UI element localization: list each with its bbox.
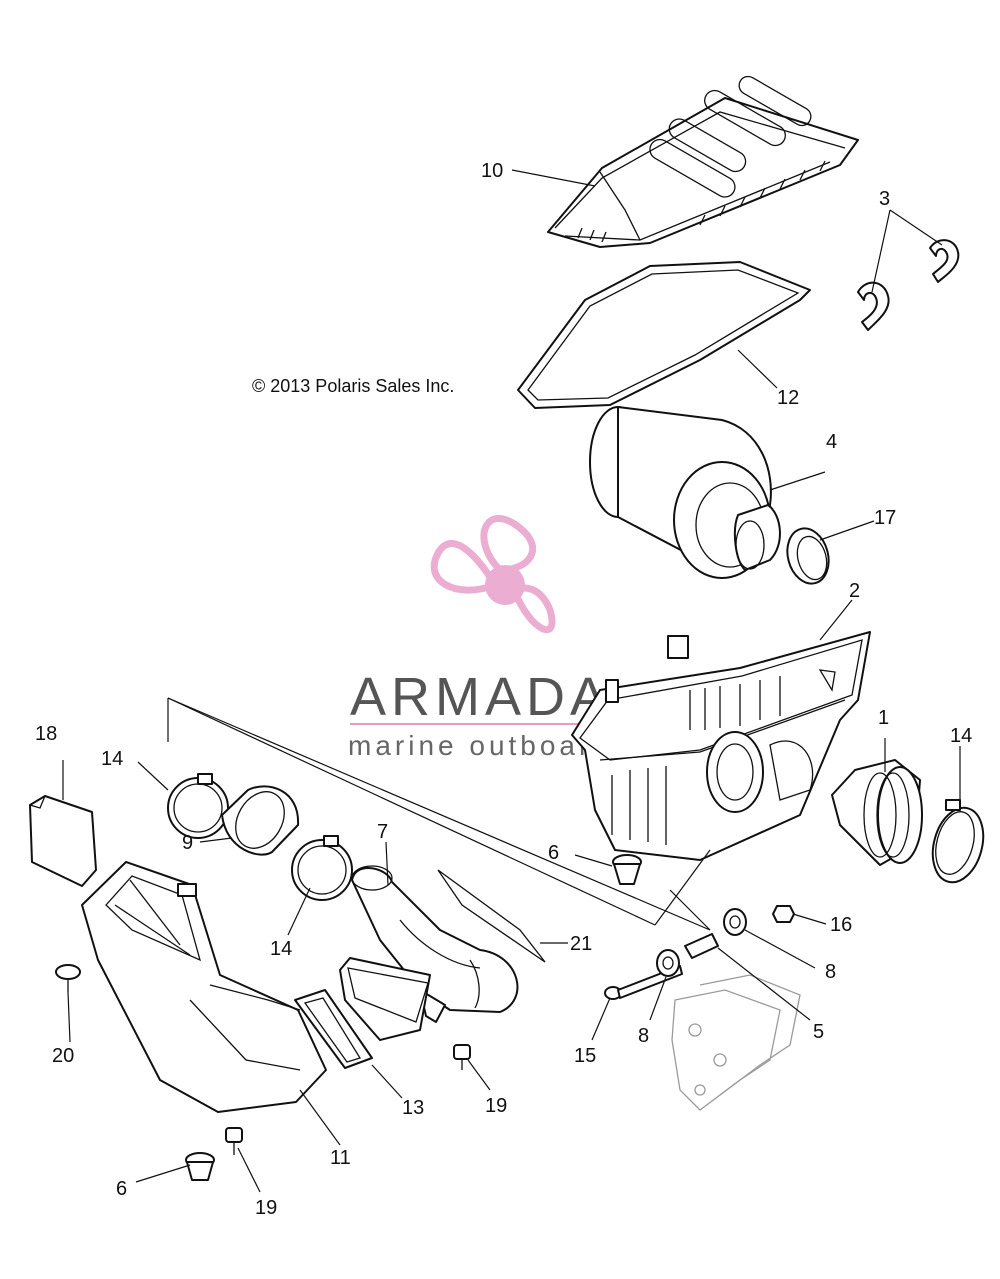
- part-5-sleeve: [684, 933, 719, 959]
- part-17-clamp: [786, 527, 830, 585]
- callout-6-upper: 6: [548, 842, 559, 864]
- part-6-grommet-upper: [612, 854, 642, 885]
- part-21-sheet: [437, 869, 546, 963]
- callout-5: 5: [813, 1021, 824, 1043]
- part-10-airbox-cover: [547, 75, 859, 248]
- callout-9: 9: [182, 832, 193, 854]
- part-20-push-pin: [55, 964, 81, 992]
- group-bracket-end: [654, 849, 711, 926]
- callout-6-lower: 6: [116, 1178, 127, 1200]
- part-14-clamp-middle: [291, 835, 353, 901]
- callout-21: 21: [570, 933, 592, 955]
- part-8-bushing-lower: [656, 949, 680, 977]
- part-2-airbox-base: [571, 631, 871, 861]
- part-9-coupler: [221, 785, 300, 856]
- callout-12: 12: [777, 387, 799, 409]
- part-13-adapter: [294, 957, 431, 1069]
- part-8-bushing-upper: [723, 908, 747, 936]
- part-6-grommet-lower: [185, 1152, 215, 1181]
- callout-19-right: 19: [485, 1095, 507, 1117]
- copyright-text: © 2013 Polaris Sales Inc.: [252, 376, 454, 396]
- part-4-filter: [589, 406, 781, 579]
- group-bracket: [167, 697, 711, 931]
- callout-14-middle: 14: [270, 938, 292, 960]
- part-12-seal: [517, 261, 811, 409]
- watermark-logo: [430, 515, 556, 634]
- callout-3: 3: [879, 188, 890, 210]
- callout-8-lower: 8: [638, 1025, 649, 1047]
- callout-15: 15: [574, 1045, 596, 1067]
- part-16-nut: [772, 905, 795, 923]
- callout-labels: 10 3 12 4 17 2 1 14 18 14 9 7 6 16 14 21…: [35, 160, 972, 1219]
- part-7-intake-duct: [351, 865, 519, 1023]
- callout-1: 1: [878, 707, 889, 729]
- callout-20: 20: [52, 1045, 74, 1067]
- callout-2: 2: [849, 580, 860, 602]
- callout-19-lower: 19: [255, 1197, 277, 1219]
- part-1-boot: [831, 759, 923, 866]
- bracket-reference: [671, 974, 801, 1111]
- callout-13: 13: [402, 1097, 424, 1119]
- callout-18: 18: [35, 723, 57, 745]
- group-bracket-diagonal: [167, 697, 656, 926]
- callout-14-upper: 14: [101, 748, 123, 770]
- watermark-brand: ARMADA: [350, 667, 611, 727]
- part-3-clips: [857, 239, 960, 331]
- part-19-bolt-lower: [225, 1127, 243, 1155]
- part-19-bolt-right: [453, 1044, 471, 1070]
- callout-4: 4: [826, 431, 837, 453]
- part-18-pad: [29, 795, 97, 887]
- callout-16: 16: [830, 914, 852, 936]
- part-11-duct-body: [81, 861, 327, 1113]
- leader-lines: [62, 169, 961, 1193]
- callout-17: 17: [874, 507, 896, 529]
- part-14-clamp-upper: [167, 773, 229, 839]
- callout-11: 11: [330, 1147, 351, 1169]
- callout-7: 7: [377, 821, 388, 843]
- callout-14-right: 14: [950, 725, 972, 747]
- callout-10: 10: [481, 160, 503, 182]
- callout-8-upper: 8: [825, 961, 836, 983]
- part-14-clamp-right: [931, 799, 985, 884]
